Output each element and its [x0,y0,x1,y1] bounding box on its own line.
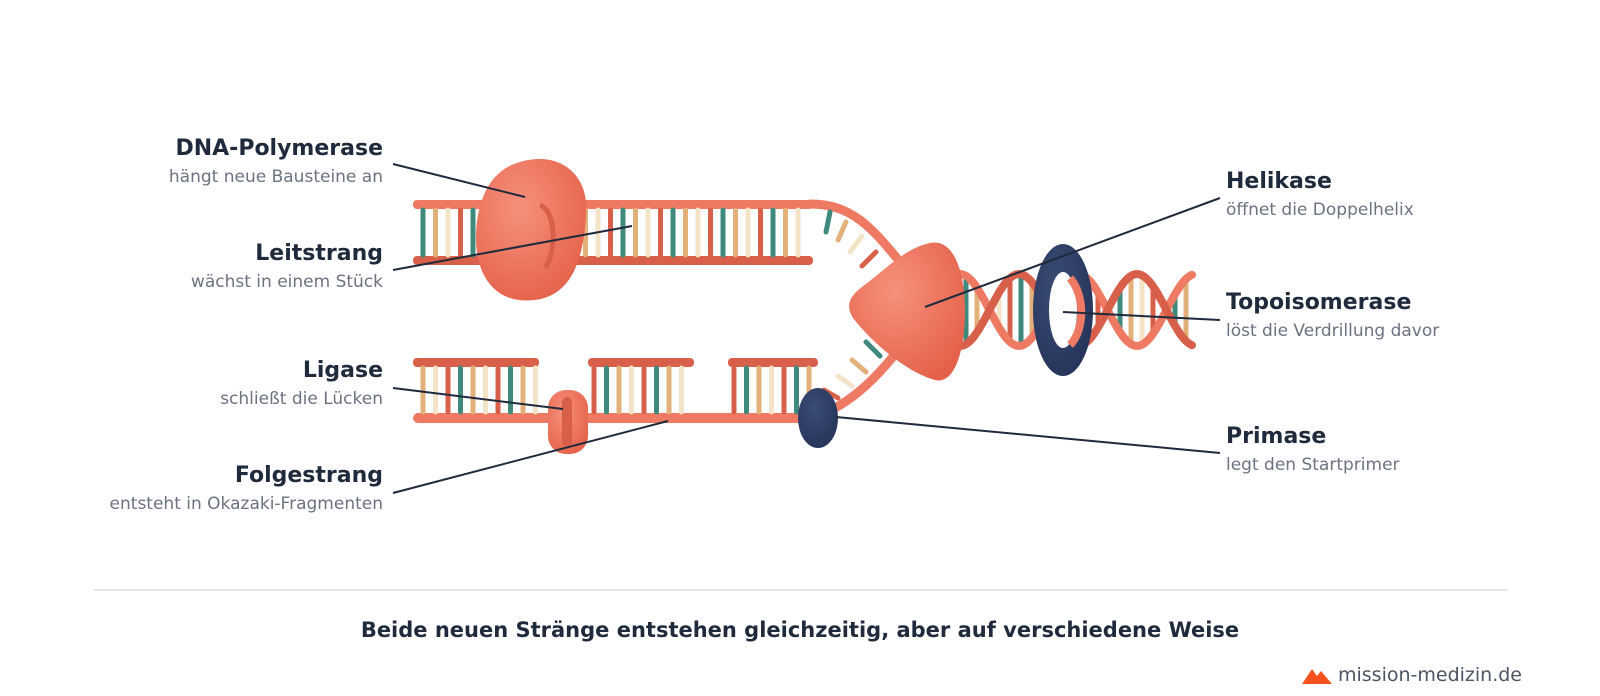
dna-polymerase-desc: hängt neue Bausteine an [168,167,383,187]
primase-desc: legt den Startprimer [1226,455,1400,475]
ligase-desc: schließt die Lücken [220,389,383,409]
label-dna-polymerase: DNA-Polymerase hängt neue Bausteine an [169,136,383,187]
primase-title: Primase [1226,424,1327,449]
topoisomerase-title: Topoisomerase [1226,290,1412,315]
helikase-desc: öffnet die Doppelhelix [1226,200,1414,220]
primase-enzyme [798,388,838,448]
folgestrang-title: Folgestrang [234,463,383,488]
label-primase: Primase legt den Startprimer [1226,424,1400,475]
topoisomerase-desc: löst die Verdrillung davor [1226,321,1440,341]
label-topoisomerase: Topoisomerase löst die Verdrillung davor [1226,290,1439,341]
base-pair [847,233,865,255]
helikase-title: Helikase [1226,169,1332,194]
ligase-enzyme [548,390,588,454]
leader-lines [392,163,1221,494]
folgestrang-desc: entsteht in Okazaki-Fragmenten [109,494,383,514]
helicase-enzyme [849,242,965,381]
ligase-title: Ligase [302,358,383,383]
base-pair [835,373,855,389]
base-pair [849,357,869,375]
mountain-logo-icon [1301,669,1332,684]
caption: Beide neuen Stränge entstehen gleichzeit… [360,618,1240,642]
leitstrang-title: Leitstrang [255,241,383,266]
brand[interactable]: mission-medizin.de [1301,664,1522,686]
label-leitstrang: Leitstrang wächst in einem Stück [191,241,383,292]
base-pair [823,209,833,235]
divider [94,589,1508,591]
label-ligase: Ligase schließt die Lücken [220,358,383,409]
base-pair [835,219,849,243]
dna-polymerase-title: DNA-Polymerase [175,136,383,161]
base-pair [859,249,879,269]
dna-polymerase-enzyme [475,158,587,301]
lagging-strand [413,358,818,423]
base-pair [863,339,883,359]
label-helikase: Helikase öffnet die Doppelhelix [1226,169,1414,220]
leitstrang-desc: wächst in einem Stück [190,272,383,292]
brand-text: mission-medizin.de [1337,664,1522,686]
label-folgestrang: Folgestrang entsteht in Okazaki-Fragment… [110,463,383,514]
